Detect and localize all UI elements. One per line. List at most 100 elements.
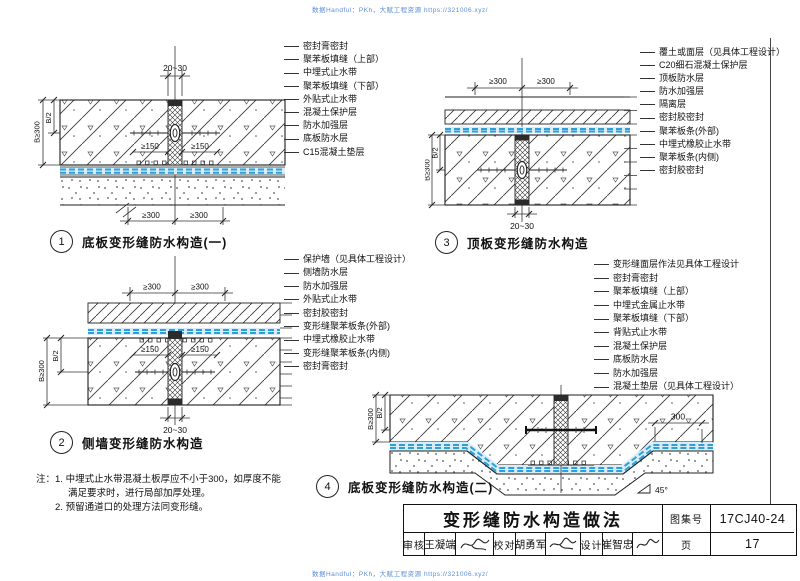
label-text: 聚苯板填缝（下部）: [303, 80, 385, 91]
roof-slab-concrete: [444, 134, 631, 206]
note-line: 满足要求时，进行局部加厚处理。: [68, 488, 211, 499]
label-text: 密封膏密封: [613, 272, 659, 283]
note-line: 2. 预留通道口的处理方法同变形缝。: [55, 502, 209, 513]
label-text: 侧墙防水层: [303, 267, 349, 278]
dimension-thickness: B≥300 B/2: [33, 96, 60, 169]
leader-line: [594, 386, 609, 388]
label-row: 混凝土垫层（见具体工程设计）: [594, 380, 739, 394]
dim-bottom-left-text: ≥300: [142, 211, 160, 220]
figure-number-badge: 3: [435, 231, 458, 254]
label-text: 覆土或面层（见具体工程设计）: [659, 47, 786, 57]
dim-side-right-text: ≥150: [191, 345, 209, 354]
metal-waterstop: [525, 426, 597, 434]
dim-b-half-text: B/2: [375, 407, 384, 418]
label-text: 外贴式止水带: [303, 294, 358, 305]
label-text: 混凝土保护层: [303, 107, 358, 118]
signature-icon: [460, 538, 489, 551]
diagram-3-labels: 覆土或面层（见具体工程设计） C20细石混凝土保护层 顶板防水层 防水加强层 隔…: [640, 46, 785, 177]
label-row: 变形缝面层作法见具体工程设计: [594, 258, 739, 272]
label-text: 顶板防水层: [659, 73, 705, 84]
embedded-waterstop: [135, 362, 215, 382]
diagram-1-labels: 密封膏密封 聚苯板填缝（上部） 中埋式止水带 聚苯板填缝（下部） 外贴式止水带 …: [284, 40, 384, 159]
leader-line: [594, 291, 609, 293]
label-row: 防水加强层: [640, 85, 785, 98]
label-row: 聚苯板条(外部): [640, 125, 785, 138]
signature-icon: [635, 538, 659, 549]
leader-line: [640, 65, 655, 67]
label-text: 隔离层: [659, 99, 687, 110]
label-text: 防水加强层: [303, 120, 349, 131]
label-text: 聚苯板填缝（下部）: [613, 313, 695, 324]
leader-line: [284, 125, 299, 127]
leader-line: [640, 78, 655, 80]
label-text: 中埋式橡胶止水带: [659, 138, 732, 149]
watermark-bottom: 数据Handful：PKh，大赋工程资源 https://321006.xyz/: [311, 571, 489, 578]
label-text: 变形缝聚苯板条(外部): [303, 321, 390, 332]
review-name: 王凝端: [425, 533, 456, 555]
dimension-top: ≥300 ≥300: [122, 283, 233, 301]
leader-line: [284, 353, 299, 355]
leader-line: [594, 332, 609, 334]
leader-line: [284, 46, 299, 48]
label-row: 外贴式止水带: [284, 293, 411, 306]
leader-line: [284, 112, 299, 114]
dim-b-total-text: B≥300: [368, 408, 375, 430]
label-row: 中埋式橡胶止水带: [640, 138, 785, 151]
figure-number-badge: 4: [316, 475, 339, 498]
leader-line: [284, 259, 299, 261]
dim-gap-text: 20~30: [163, 425, 187, 435]
figure-title-text: 底板变形缝防水构造(二): [348, 481, 494, 495]
atlas-number: 17CJ40-24: [711, 505, 794, 533]
leader-line: [284, 339, 299, 341]
diagram-3-title: 3 顶板变形缝防水构造: [435, 231, 589, 254]
label-text: 聚苯板填缝（上部）: [303, 54, 385, 65]
design-name: 崔智忠: [603, 533, 633, 555]
label-text: 变形缝面层作法见具体工程设计: [613, 259, 740, 269]
dim-b-half-text: B/2: [51, 350, 60, 361]
design-signature: [633, 533, 663, 555]
break-marks: [624, 96, 637, 206]
waterproof-membrane: [445, 127, 630, 133]
leader-line: [284, 72, 299, 74]
label-text: 聚苯板条(外部): [659, 125, 719, 136]
signature-icon: [549, 537, 576, 550]
dimension-side: ≥150 ≥150: [129, 142, 221, 156]
leader-line: [284, 286, 299, 288]
label-row: 混凝土保护层: [594, 340, 739, 354]
label-row: 混凝土保护层: [284, 106, 384, 119]
dim-top-right-text: ≥300: [191, 283, 209, 292]
check-signature: [546, 533, 581, 555]
leader-line: [594, 345, 609, 347]
lean-concrete-cushion: [60, 176, 285, 218]
diagram-4-labels: 变形缝面层作法见具体工程设计 密封膏密封 聚苯板填缝（上部） 中埋式金属止水带 …: [594, 258, 739, 394]
label-text: 密封胶密封: [659, 164, 705, 175]
protective-screed: [444, 109, 631, 125]
label-text: 外贴式止水带: [303, 93, 358, 104]
label-row: 密封胶密封: [284, 307, 411, 320]
label-text: 背贴式止水带: [613, 326, 668, 337]
leader-line: [284, 299, 299, 301]
slope-angle: 45°: [636, 483, 668, 495]
diagram-4-drawing: 300 45° B≥300 B/2: [368, 385, 714, 496]
label-row: C15混凝土垫层: [284, 146, 384, 159]
label-row: 变形缝聚苯板条(外部): [284, 320, 411, 333]
dim-b-total-text: B≥300: [33, 121, 42, 143]
figure-title-text: 顶板变形缝防水构造: [467, 237, 589, 251]
figure-title-text: 侧墙变形缝防水构造: [82, 437, 204, 451]
leader-line: [284, 138, 299, 140]
label-row: 中埋式橡胶止水带: [284, 333, 411, 346]
protection-wall: [87, 302, 281, 324]
dim-gap-text: 20~30: [163, 63, 187, 73]
leader-line: [284, 312, 299, 314]
leader-line: [284, 151, 299, 153]
leader-line: [284, 366, 299, 368]
notes: 注： 1. 中埋式止水带混凝土板厚应不小于300，如厚度不能 满足要求时，进行局…: [36, 473, 281, 515]
embedded-waterstop: [130, 123, 220, 143]
label-row: 中埋式止水带: [284, 66, 384, 79]
label-text: 聚苯板填缝（上部）: [613, 286, 695, 297]
label-text: 密封胶密封: [659, 112, 705, 123]
label-row: 聚苯板填缝（上部）: [284, 53, 384, 66]
label-row: 聚苯板填缝（下部）: [594, 312, 739, 326]
figure-title-text: 底板变形缝防水构造(一): [82, 236, 228, 250]
dimension-offset: 300: [648, 412, 709, 443]
